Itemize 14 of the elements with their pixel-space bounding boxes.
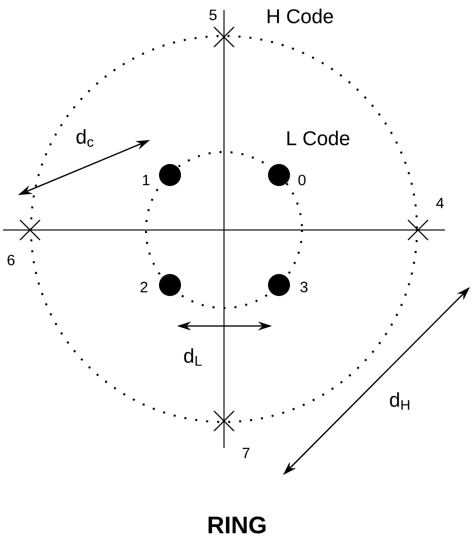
label: d$_{L}$: [184, 348, 202, 366]
label: d$_{c}$: [76, 129, 94, 147]
point-number: 5: [209, 10, 217, 20]
point-number: 2: [140, 282, 148, 292]
point-number: 6: [8, 254, 15, 266]
point-number: 0: [298, 174, 306, 186]
point-number: 4: [436, 198, 444, 208]
point-number: 7: [242, 448, 250, 458]
label: H Code: [268, 8, 333, 24]
point-number: 1: [142, 174, 150, 186]
point-number: 3: [300, 282, 308, 292]
label: L Code: [287, 130, 350, 146]
label: d$_{H}$: [390, 392, 410, 410]
caption: RING: [208, 516, 266, 534]
